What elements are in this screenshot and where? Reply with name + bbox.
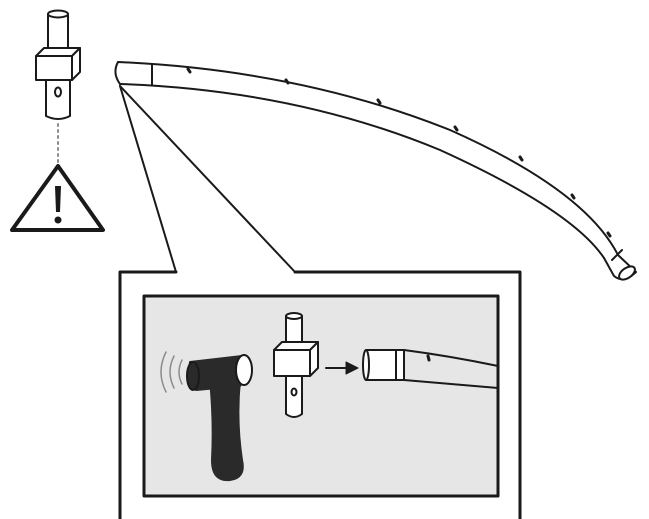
curved-tube-icon <box>114 61 637 281</box>
tube-holes <box>186 67 612 238</box>
detail-frame <box>118 270 522 519</box>
vibration-lines-icon <box>160 351 183 393</box>
detail-panel <box>142 294 500 498</box>
callout-lines <box>119 85 296 273</box>
rubber-mallet-icon <box>186 354 253 482</box>
arrow-right-icon <box>325 361 359 375</box>
warning-triangle-icon <box>10 164 105 232</box>
detail-connector-icon <box>273 312 319 418</box>
detail-tube-icon <box>362 349 499 389</box>
t-connector-icon <box>35 9 81 120</box>
